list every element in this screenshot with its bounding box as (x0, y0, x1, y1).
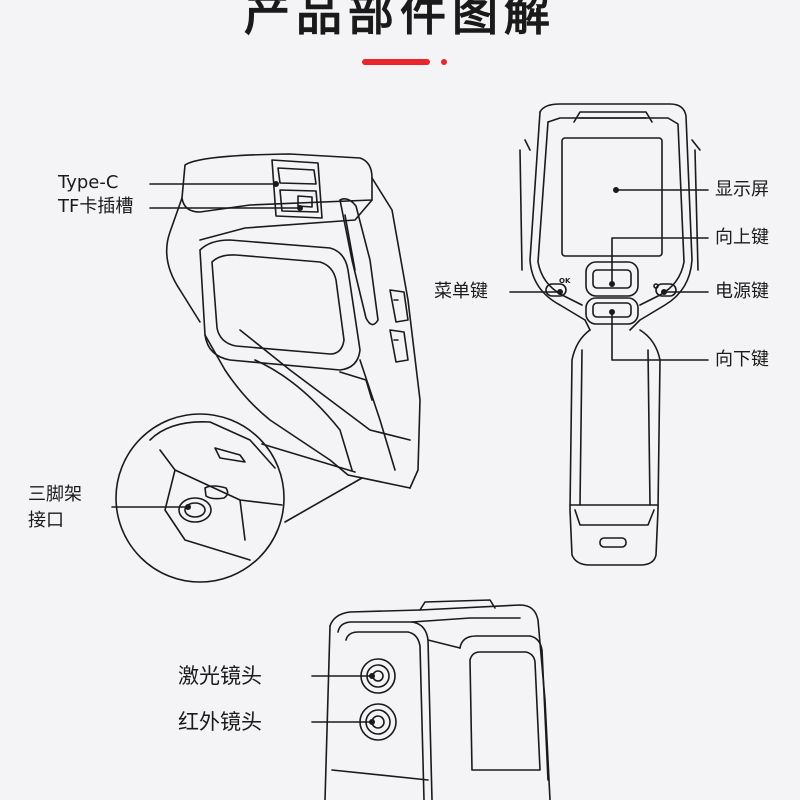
label-tripod-line1: 三脚架 (28, 484, 82, 505)
label-power-key: 电源键 (715, 281, 769, 302)
label-down-key: 向下键 (715, 349, 769, 370)
ok-marking: OK (559, 277, 571, 285)
page-title: 产品部件图解 (244, 0, 556, 41)
label-ir-lens: 红外镜头 (178, 710, 262, 734)
label-menu-key: 菜单键 (434, 281, 488, 302)
label-tf-slot: TF卡插槽 (58, 196, 134, 217)
label-up-key: 向上键 (715, 227, 769, 248)
title-accent-dot (441, 59, 447, 65)
label-tripod-line2: 接口 (28, 510, 64, 531)
title-accent-bar (362, 59, 430, 65)
label-display: 显示屏 (715, 179, 769, 200)
label-type-c: Type-C (58, 172, 119, 193)
label-laser-lens: 激光镜头 (178, 664, 262, 688)
